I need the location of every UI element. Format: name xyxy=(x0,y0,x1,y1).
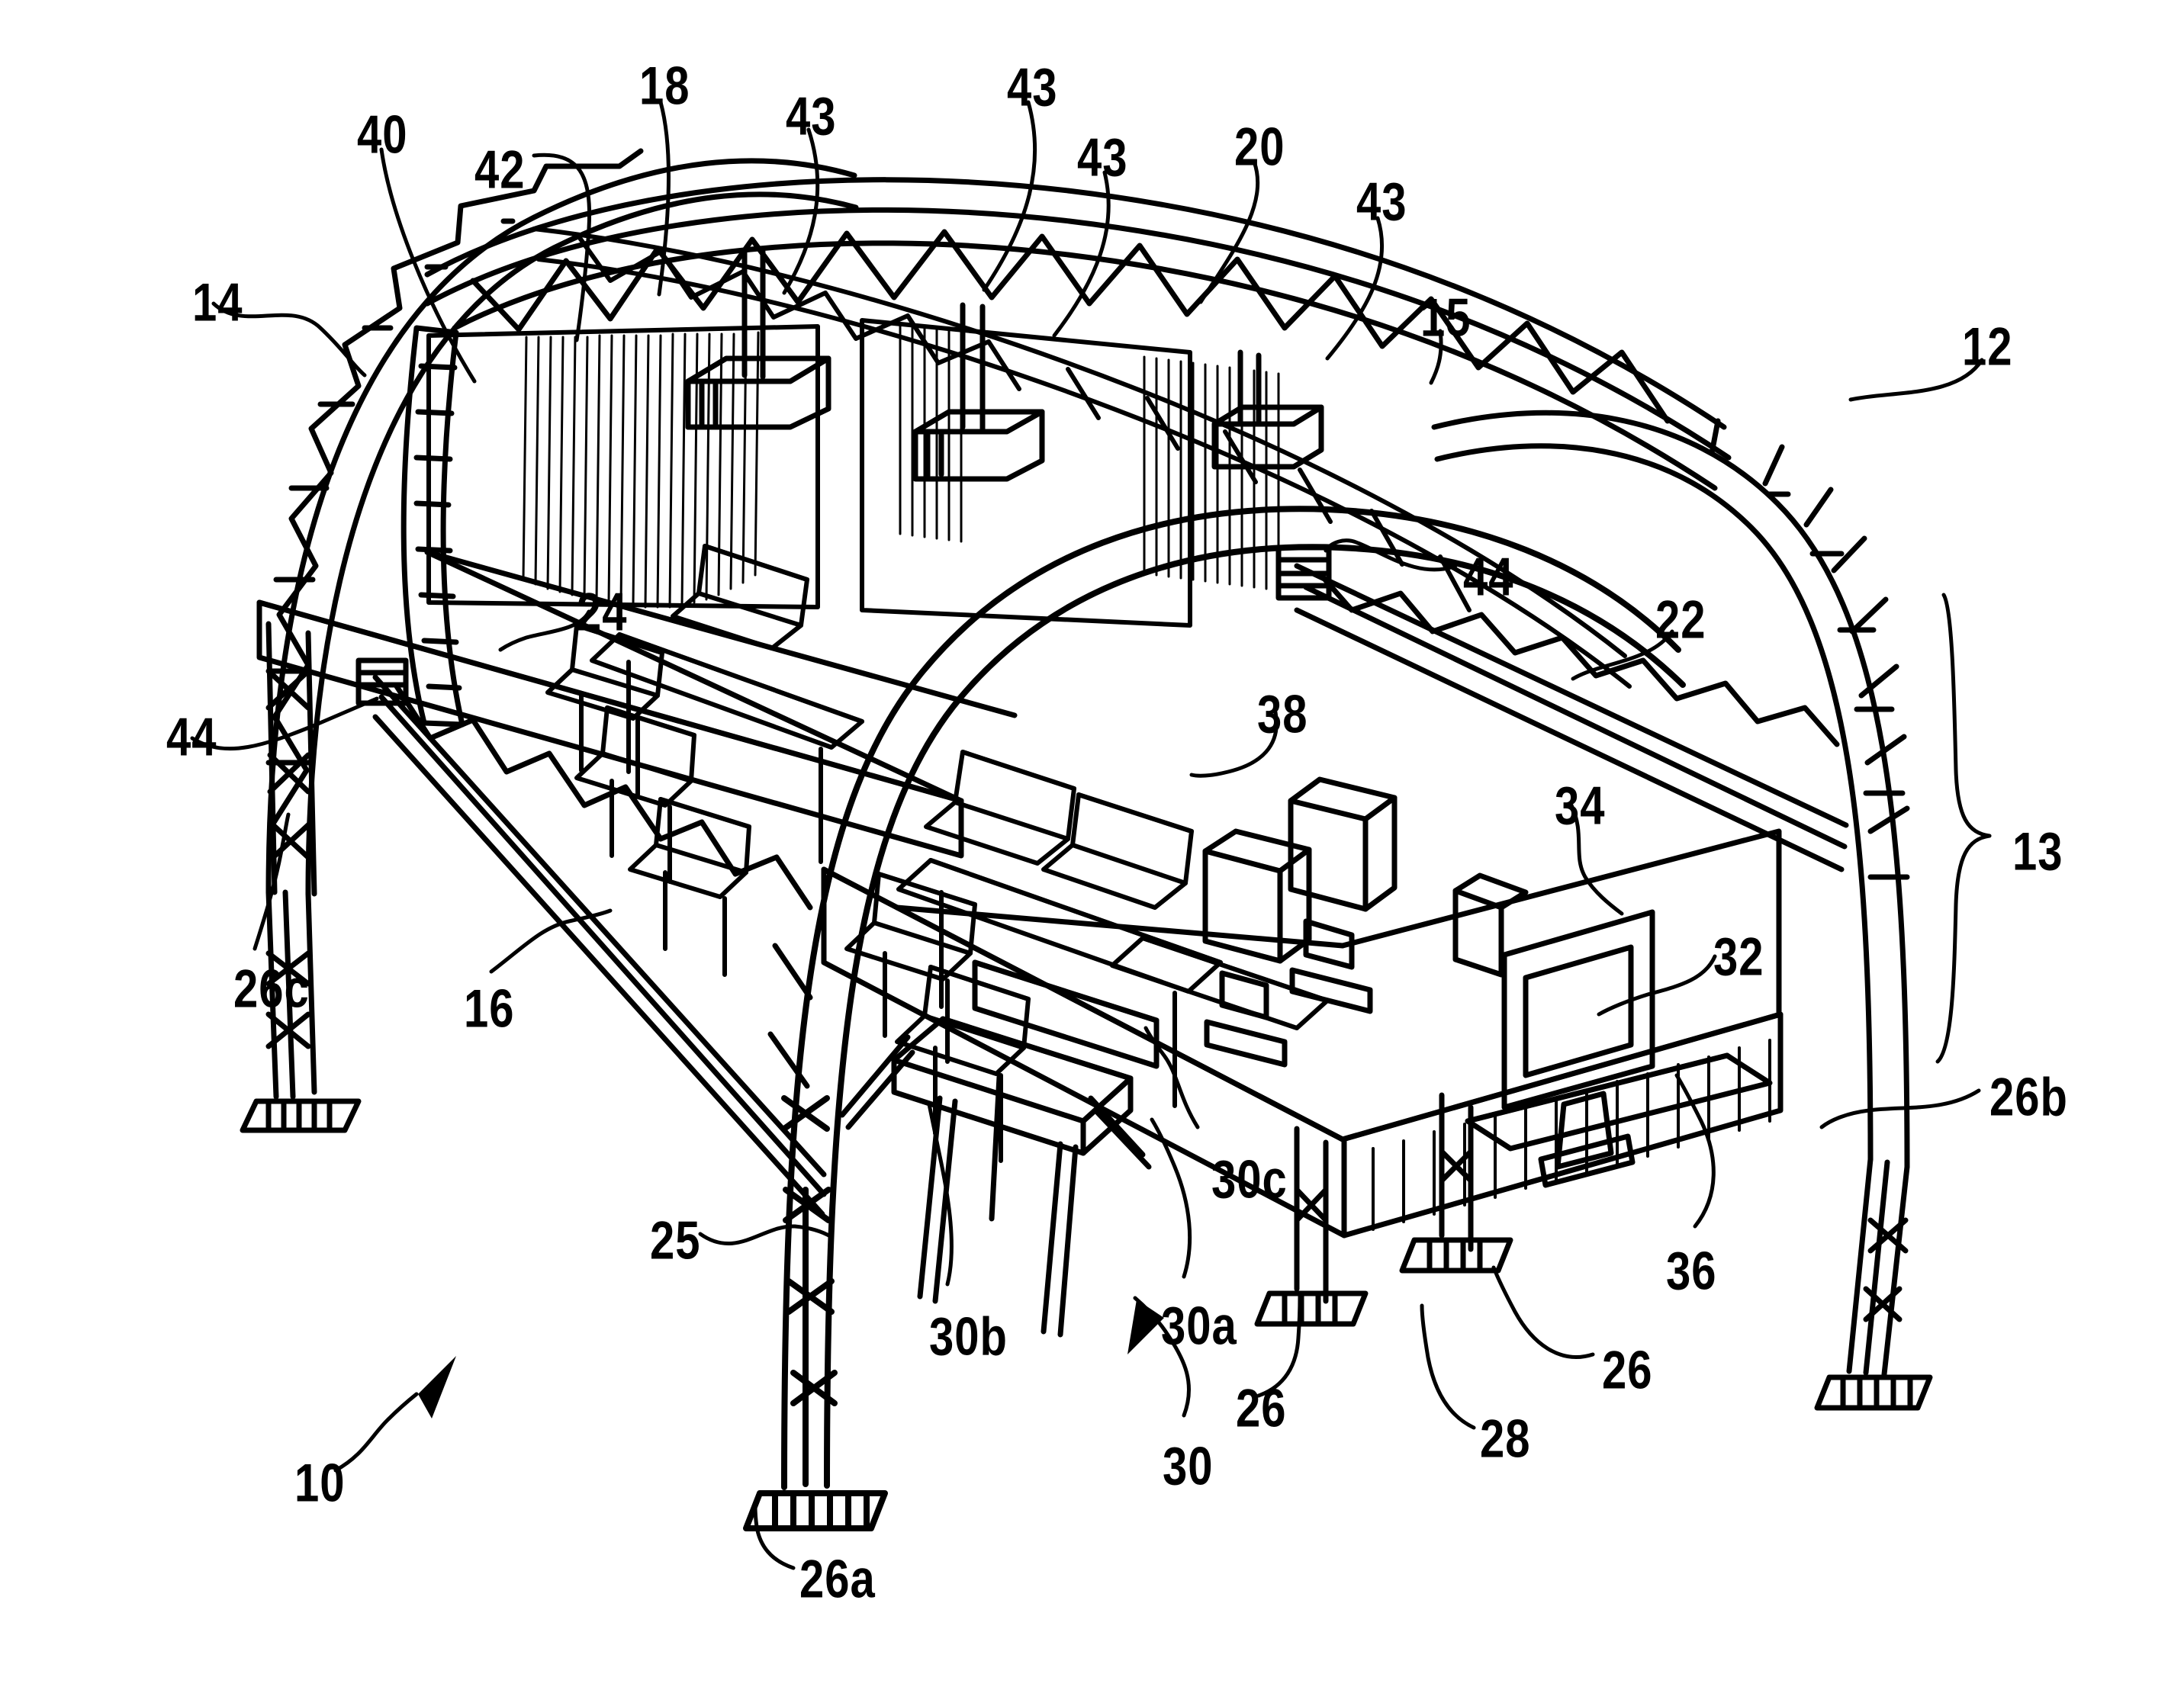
desk-right-bank xyxy=(1110,936,1330,1030)
lower-longitudinal-truss xyxy=(355,657,827,1217)
ref-numeral-26b: 26b xyxy=(1989,1067,2068,1128)
arch-truss-right xyxy=(1431,410,1933,1411)
canopy-fabric-40 xyxy=(426,324,820,609)
ref-numeral-13: 13 xyxy=(2012,821,2063,882)
chair-bank-a xyxy=(545,623,751,977)
desk-row-middle xyxy=(896,750,1223,1108)
ref-numeral-43-b: 43 xyxy=(1007,57,1058,118)
monitor-34 xyxy=(1452,872,1655,1188)
foreground-chair xyxy=(839,959,1160,1338)
ref-numeral-14: 14 xyxy=(192,272,243,333)
ref-numeral-10: 10 xyxy=(294,1453,346,1514)
suspended-unit-left xyxy=(685,247,831,430)
ref-numeral-12: 12 xyxy=(1962,316,2013,378)
ref-numeral-15: 15 xyxy=(1420,288,1472,349)
ref-numeral-40: 40 xyxy=(357,104,408,165)
monitor-38 xyxy=(1288,776,1398,1014)
ref-numeral-30b: 30b xyxy=(929,1306,1008,1367)
canopy-fabric-hatch xyxy=(522,331,760,609)
ref-numeral-30: 30 xyxy=(1163,1436,1214,1497)
canopy-fabric-right xyxy=(860,318,1192,628)
ref-numeral-44-a: 44 xyxy=(1463,547,1514,608)
left-arch-legs xyxy=(240,889,362,1133)
suspended-unit-far xyxy=(1211,349,1324,470)
upper-lateral-truss xyxy=(532,227,1632,689)
raised-floor-deck xyxy=(821,828,1784,1239)
ref-numeral-24: 24 xyxy=(577,582,628,643)
ref-numeral-26-right: 26 xyxy=(1602,1340,1653,1401)
ref-numeral-38: 38 xyxy=(1257,684,1308,745)
ref-numeral-43-c: 43 xyxy=(1077,127,1128,188)
suspended-unit-right xyxy=(912,302,1045,482)
ref-numeral-44-b: 44 xyxy=(166,707,217,768)
divider-screen-42 xyxy=(400,325,465,728)
chair-bank-b xyxy=(844,872,1031,1163)
ref-numeral-16: 16 xyxy=(464,978,515,1039)
deck-support-posts xyxy=(1254,1092,1513,1327)
ref-numeral-26c: 26c xyxy=(233,959,310,1020)
leader-arrowheads xyxy=(418,1300,1164,1419)
leader-lines xyxy=(190,100,1992,1570)
ref-numeral-34: 34 xyxy=(1555,776,1606,837)
ref-numeral-18: 18 xyxy=(639,56,690,117)
work-surface-36 xyxy=(1465,1052,1773,1152)
ref-numeral-26-left: 26 xyxy=(1236,1378,1287,1439)
ref-numeral-43-a: 43 xyxy=(786,86,837,147)
upper-deck xyxy=(256,549,1018,859)
ref-numeral-20: 20 xyxy=(1234,117,1285,178)
ref-numeral-42: 42 xyxy=(474,140,526,201)
arrow-system-head xyxy=(418,1356,456,1419)
monitor-38b xyxy=(1202,828,1312,1068)
ref-numeral-32: 32 xyxy=(1713,927,1764,988)
arch-truss-left xyxy=(265,148,859,897)
ref-numeral-36: 36 xyxy=(1666,1241,1717,1302)
side-rail-truss xyxy=(1275,545,1849,872)
left-vertical-column xyxy=(265,621,317,897)
ref-numeral-25: 25 xyxy=(650,1210,701,1271)
ref-numeral-22: 22 xyxy=(1655,590,1706,651)
ref-numeral-26a: 26a xyxy=(799,1549,876,1610)
arch-truss-middle xyxy=(743,506,1686,1531)
arrow-chair-head xyxy=(1127,1300,1164,1354)
ref-numeral-43-d: 43 xyxy=(1356,172,1407,233)
ref-numeral-28: 28 xyxy=(1480,1409,1531,1470)
ref-numeral-30c: 30c xyxy=(1211,1149,1288,1210)
ref-numeral-30a: 30a xyxy=(1161,1296,1237,1357)
